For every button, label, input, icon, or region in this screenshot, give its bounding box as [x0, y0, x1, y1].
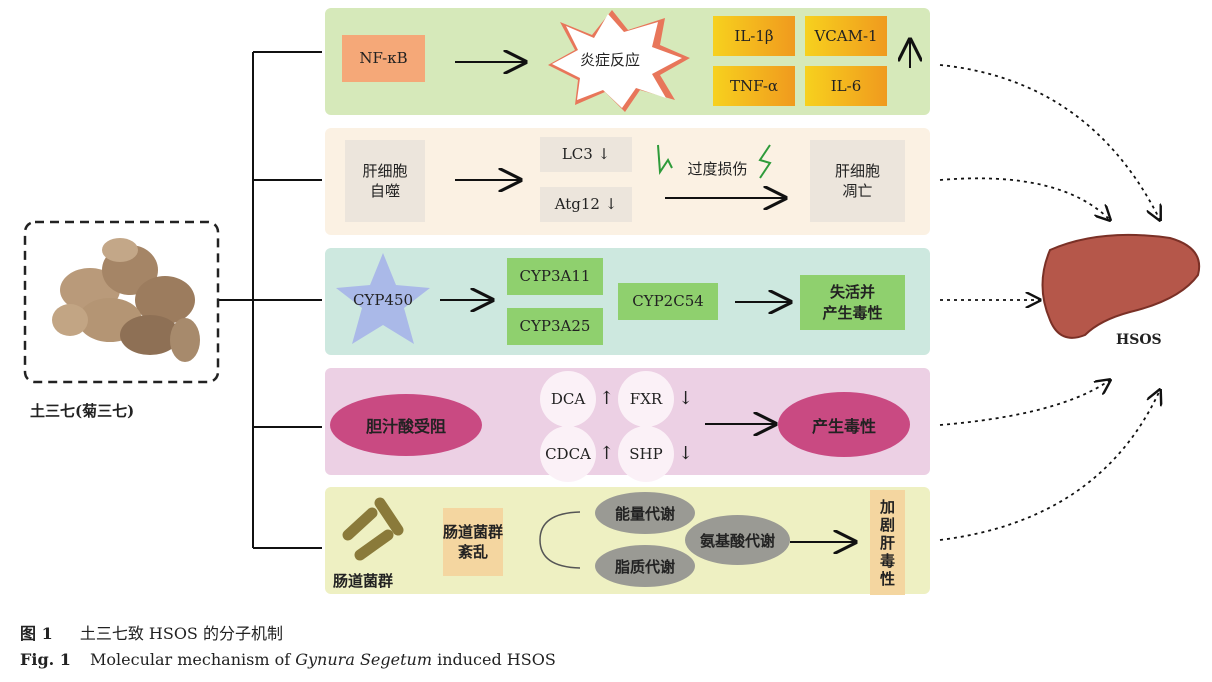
cytokine-il1b: IL-1β	[713, 16, 795, 56]
fxr-circle: FXR	[618, 371, 674, 427]
inflammation-label: 炎症反应	[579, 50, 640, 69]
cdca-trend: ↑	[599, 443, 615, 464]
damage-label: 过度损伤	[687, 159, 748, 178]
source-label: 土三七(菊三七)	[30, 402, 135, 420]
caption-en-num: Fig. 1	[20, 650, 71, 669]
energy-metabolism-ellipse: 能量代谢	[595, 492, 695, 534]
caption-en-post: induced HSOS	[431, 650, 556, 669]
star-shape	[336, 253, 430, 344]
caption-cn-num: 图 1	[20, 624, 53, 643]
cytokine-vcam1: VCAM-1	[805, 16, 887, 56]
gut-flora-label: 肠道菌群	[333, 572, 394, 590]
autophagy-box: 肝细胞 自噬	[345, 140, 425, 222]
liver-icon	[1041, 233, 1201, 339]
lipid-metabolism-ellipse: 脂质代谢	[595, 545, 695, 587]
root-photo	[52, 238, 200, 362]
dca-circle: DCA	[540, 371, 596, 427]
hepatotoxicity-box: 加 剧 肝 毒 性	[870, 490, 905, 595]
caption-cn: 图 1 土三七致 HSOS 的分子机制	[20, 620, 283, 644]
cyp2c54-box: CYP2C54	[618, 283, 718, 320]
cyp3a11-box: CYP3A11	[507, 258, 603, 295]
shp-circle: SHP	[618, 426, 674, 482]
zigzag-icons	[657, 144, 772, 179]
dotted-arrows	[939, 64, 1160, 541]
dysbiosis-box: 肠道菌群 紊乱	[443, 508, 503, 576]
burst-shape	[548, 10, 690, 112]
shp-trend: ↓	[678, 443, 694, 464]
cyp450-label: CYP450	[352, 290, 414, 309]
dca-trend: ↑	[599, 388, 615, 409]
cdca-circle: CDCA	[540, 426, 596, 482]
cyp3a25-box: CYP3A25	[507, 308, 603, 345]
cytokine-il6: IL-6	[805, 66, 887, 106]
amino-acid-metabolism-ellipse: 氨基酸代谢	[685, 515, 790, 565]
caption-en: Fig. 1 Molecular mechanism of Gynura Seg…	[20, 650, 556, 669]
lc3-box: LC3 ↓	[540, 137, 632, 172]
nfkb-box: NF-κB	[342, 35, 425, 82]
atg12-box: Atg12 ↓	[540, 187, 632, 222]
caption-en-pre: Molecular mechanism of	[90, 650, 296, 669]
bacteria-icon	[342, 497, 404, 561]
bracket	[218, 51, 322, 549]
bile-acid-ellipse: 胆汁酸受阻	[330, 394, 482, 456]
inactivation-box: 失活并 产生毒性	[800, 275, 905, 330]
fxr-trend: ↓	[678, 388, 694, 409]
hsos-label: HSOS	[1116, 332, 1162, 348]
caption-en-italic: Gynura Segetum	[295, 650, 432, 669]
caption-cn-text: 土三七致 HSOS 的分子机制	[79, 624, 283, 643]
toxicity-ellipse: 产生毒性	[778, 392, 910, 457]
cytokine-tnfa: TNF-α	[713, 66, 795, 106]
apoptosis-box: 肝细胞 凋亡	[810, 140, 905, 222]
photo-frame	[23, 220, 220, 384]
